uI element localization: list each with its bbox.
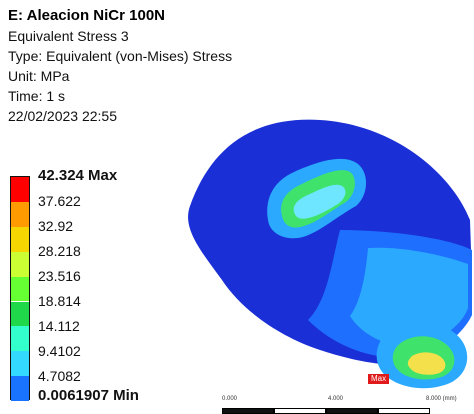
legend-label-5: 18.814 [38, 293, 81, 309]
legend-label-min: 0.0061907 Min [38, 387, 139, 404]
legend-label-1: 37.622 [38, 193, 81, 209]
scale-segment-2 [274, 408, 326, 414]
model-top-pocket-core [293, 184, 346, 219]
legend-swatch-4 [11, 276, 29, 302]
result-info-panel: E: Aleacion NiCr 100N Equivalent Stress … [8, 6, 232, 126]
result-unit: Unit: MPa [8, 68, 70, 84]
legend-label-3: 28.218 [38, 243, 81, 259]
stress-legend: 42.324 Max 37.622 32.92 28.218 23.516 18… [10, 168, 190, 406]
legend-color-bar [10, 176, 30, 401]
legend-label-4: 23.516 [38, 268, 81, 284]
legend-swatch-7 [11, 351, 29, 377]
result-time: Time: 1 s [8, 88, 66, 104]
legend-label-max: 42.324 Max [38, 167, 118, 184]
scale-left-tick: 0.000 [222, 396, 238, 402]
scale-right-tick: 8.000 (mm) [426, 396, 457, 402]
result-date: 22/02/2023 22:55 [8, 108, 117, 124]
stress-model-view[interactable] [180, 110, 474, 400]
legend-swatch-5 [11, 301, 29, 327]
result-name: Equivalent Stress 3 [8, 28, 129, 44]
legend-label-6: 14.112 [38, 318, 80, 334]
result-title: E: Aleacion NiCr 100N [8, 7, 165, 24]
stress-model-svg [188, 119, 473, 389]
length-scale: 0.000 4.000 8.000 (mm) [222, 396, 474, 414]
legend-swatch-0 [11, 177, 29, 202]
legend-swatch-3 [11, 251, 29, 277]
legend-label-2: 32.92 [38, 218, 74, 234]
scale-segment-3 [326, 408, 378, 414]
model-lower-lobe-hot [407, 352, 446, 375]
legend-swatch-2 [11, 226, 29, 252]
result-type: Type: Equivalent (von-Mises) Stress [8, 48, 233, 64]
legend-label-8: 4.7082 [38, 368, 81, 384]
legend-swatch-1 [11, 201, 29, 227]
scale-mid-tick: 4.000 [328, 396, 344, 402]
scale-segment-4 [378, 408, 430, 414]
legend-label-7: 9.4102 [38, 343, 81, 359]
legend-swatch-6 [11, 326, 29, 352]
scale-segment-1 [222, 408, 274, 414]
max-probe-tag: Max [368, 374, 390, 384]
legend-swatch-8 [11, 376, 29, 401]
model-side-highlight [350, 247, 468, 346]
